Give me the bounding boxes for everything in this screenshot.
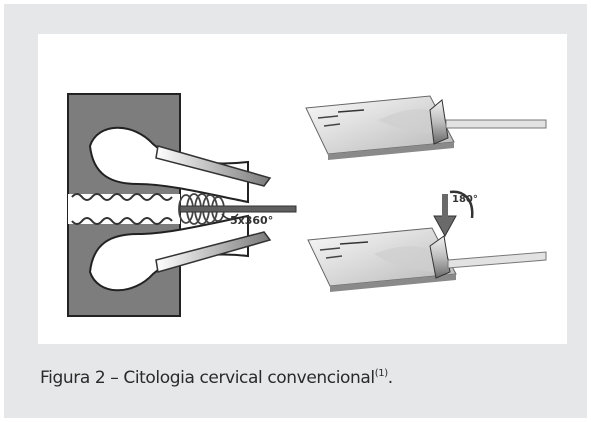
cervical-cytology-illustration: 5x360° [38, 34, 567, 344]
caption-reference: (1) [375, 368, 388, 379]
caption-text: Figura 2 – Citologia cervical convencion… [40, 368, 375, 388]
illustration: 5x360° [38, 34, 567, 344]
spatula-handle [448, 252, 546, 268]
brush-handle [180, 206, 296, 212]
figure-caption: Figura 2 – Citologia cervical convencion… [40, 368, 393, 388]
slide-top [306, 96, 546, 160]
caption-end: . [388, 368, 393, 388]
figure-panel: 5x360° [4, 4, 587, 418]
cervix-section: 5x360° [68, 94, 296, 316]
rotation-label: 5x360° [230, 214, 273, 227]
slide-bottom: 180° [308, 192, 546, 292]
turn-label: 180° [452, 194, 478, 205]
spatula-handle [446, 120, 546, 128]
